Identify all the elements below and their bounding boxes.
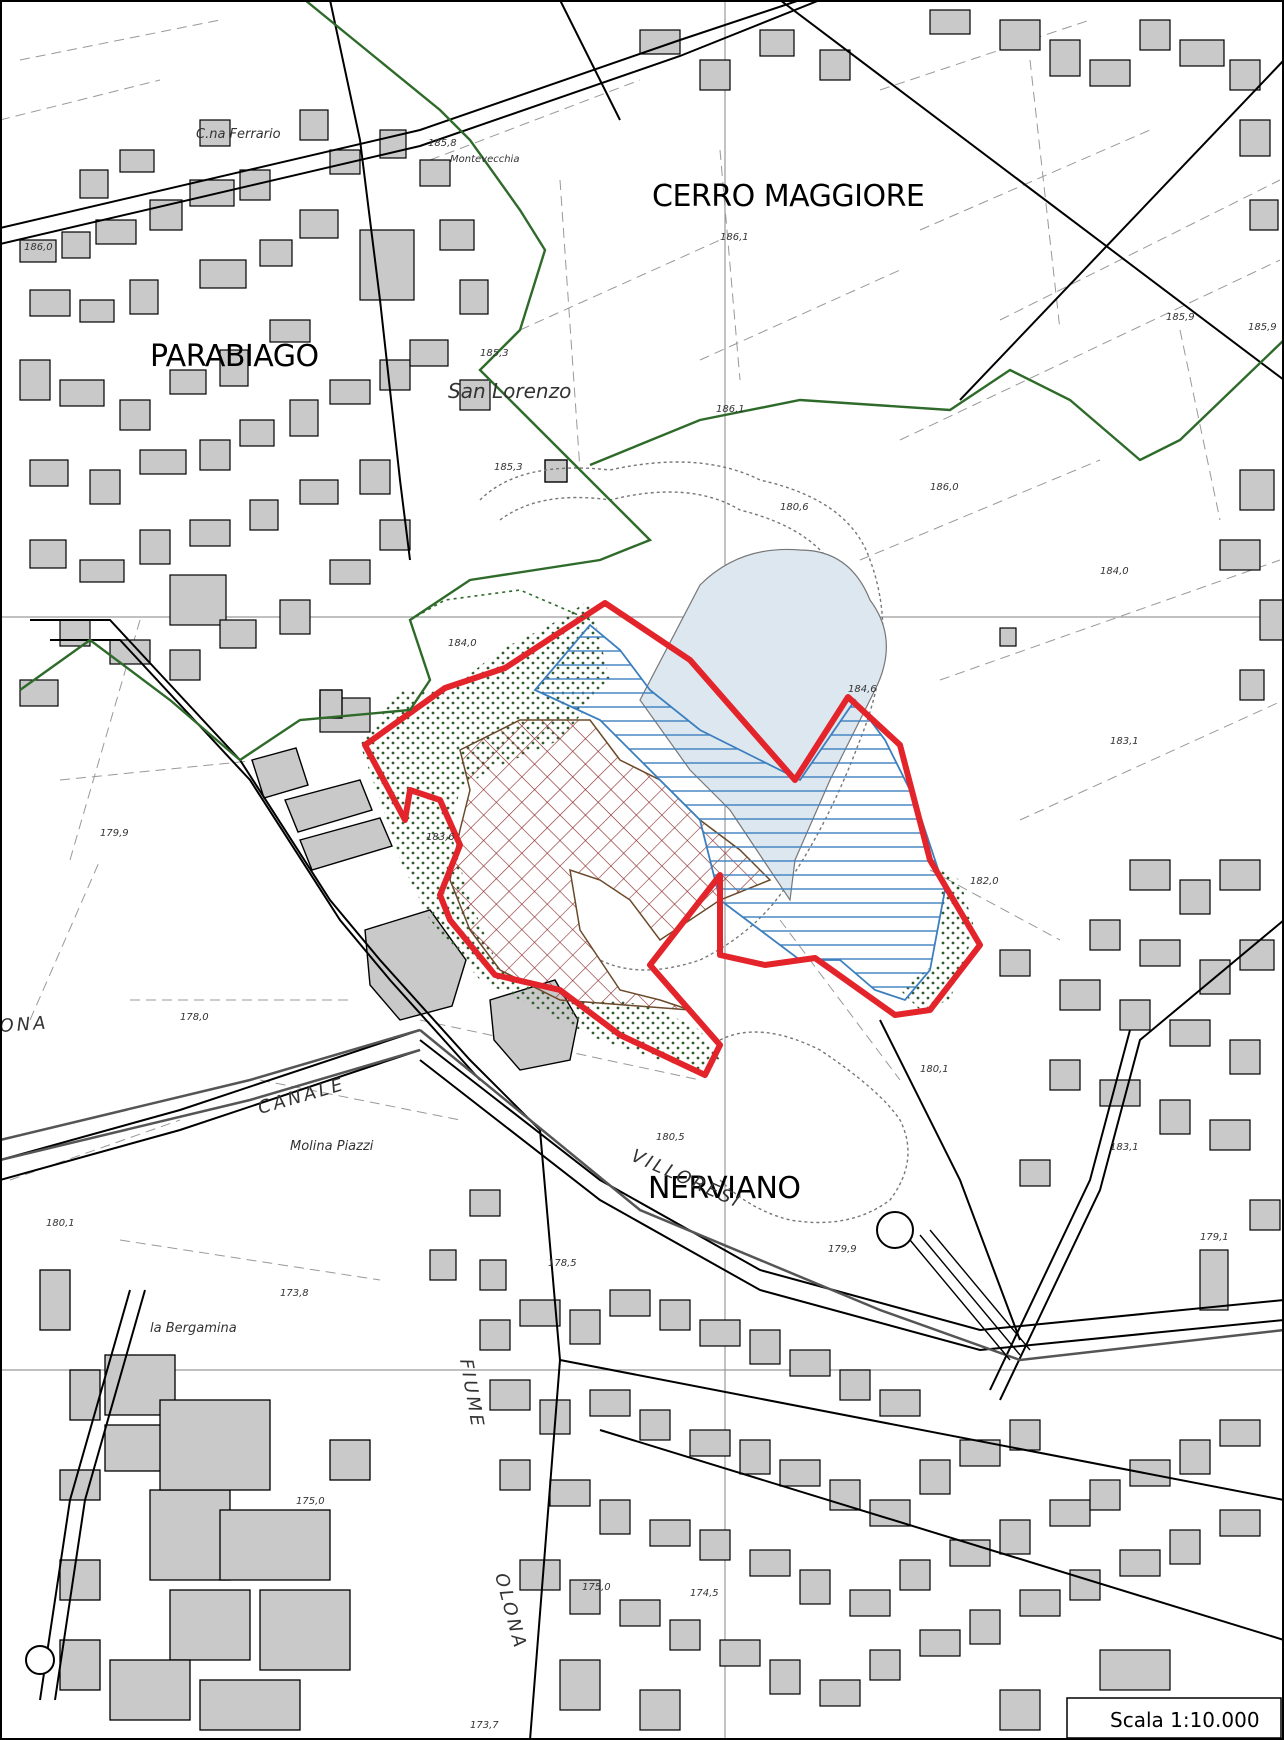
elev-label: 180,6 bbox=[780, 502, 809, 513]
elev-label: 175,0 bbox=[582, 1582, 611, 1593]
elev-label: 185,8 bbox=[428, 138, 457, 149]
elev-label: 183,1 bbox=[1110, 736, 1139, 747]
elev-label: 182,0 bbox=[970, 876, 999, 887]
crosshatch-area bbox=[449, 719, 772, 1011]
elev-label: 185,9 bbox=[1166, 312, 1195, 323]
elev-label: 183,6 bbox=[426, 832, 455, 843]
elev-label: 186,1 bbox=[720, 232, 749, 243]
railway bbox=[909, 1229, 1031, 1361]
roundabout-west bbox=[25, 1645, 55, 1675]
buildings-nerviano bbox=[429, 1189, 1261, 1731]
elev-label: 184,6 bbox=[848, 684, 877, 695]
label-nerviano: NERVIANO bbox=[648, 1171, 801, 1206]
wooded-area bbox=[360, 600, 720, 1070]
elev-label: 178,0 bbox=[180, 1012, 209, 1023]
elev-label: 179,9 bbox=[828, 1244, 857, 1255]
elev-label: 173,8 bbox=[280, 1288, 309, 1299]
label-cerro-maggiore: CERRO MAGGIORE bbox=[652, 179, 924, 214]
label-parabiago: PARABIAGO bbox=[150, 339, 319, 374]
elev-label: 185,3 bbox=[494, 462, 523, 473]
elev-label: 186,0 bbox=[24, 242, 53, 253]
label-molina-piazzi: Molina Piazzi bbox=[290, 1139, 374, 1154]
label-cna-ferrario: C.na Ferrario bbox=[196, 127, 281, 142]
elev-label: 184,0 bbox=[448, 638, 477, 649]
parcel-lines bbox=[0, 19, 1284, 1281]
blue-hatch-area bbox=[533, 623, 946, 1002]
label-montevecchia: Montevecchia bbox=[450, 154, 519, 165]
municipal-boundary bbox=[19, 0, 653, 762]
elev-label: 180,1 bbox=[46, 1218, 75, 1229]
buildings-east bbox=[639, 9, 1284, 1311]
elev-label: 185,3 bbox=[480, 348, 509, 359]
elev-label: 179,9 bbox=[100, 828, 129, 839]
elev-label: 184,0 bbox=[1100, 566, 1129, 577]
project-boundary bbox=[362, 600, 983, 1078]
elev-label: 173,7 bbox=[470, 1720, 499, 1731]
elev-label: 175,0 bbox=[296, 1496, 325, 1507]
elev-label: 180,1 bbox=[920, 1064, 949, 1075]
scale-label: Scala 1:10.000 bbox=[1110, 1708, 1260, 1732]
elev-label: 180,5 bbox=[656, 1132, 685, 1143]
elev-label: 179,1 bbox=[1200, 1232, 1229, 1243]
buildings-southwest bbox=[39, 1269, 371, 1731]
elev-label: 186,0 bbox=[930, 482, 959, 493]
label-olona-west: ONA bbox=[0, 1013, 49, 1037]
scale-box bbox=[1066, 1697, 1282, 1739]
elevation-labels: 185,8 186,0 186,1 185,9 185,9 185,3 186,… bbox=[24, 138, 1277, 1731]
elev-label: 186,1 bbox=[716, 404, 745, 415]
label-san-lorenzo: San Lorenzo bbox=[448, 379, 571, 403]
municipal-dotted-edge bbox=[409, 589, 591, 621]
label-la-bergamina: la Bergamina bbox=[150, 1321, 237, 1336]
elev-label: 174,5 bbox=[690, 1588, 719, 1599]
elev-label: 178,5 bbox=[548, 1258, 577, 1269]
elev-label: 183,1 bbox=[1110, 1142, 1139, 1153]
elev-label: 185,9 bbox=[1248, 322, 1277, 333]
roundabout-east bbox=[876, 1211, 914, 1249]
canal bbox=[0, 1028, 1284, 1362]
municipal-boundary-east bbox=[589, 339, 1284, 467]
